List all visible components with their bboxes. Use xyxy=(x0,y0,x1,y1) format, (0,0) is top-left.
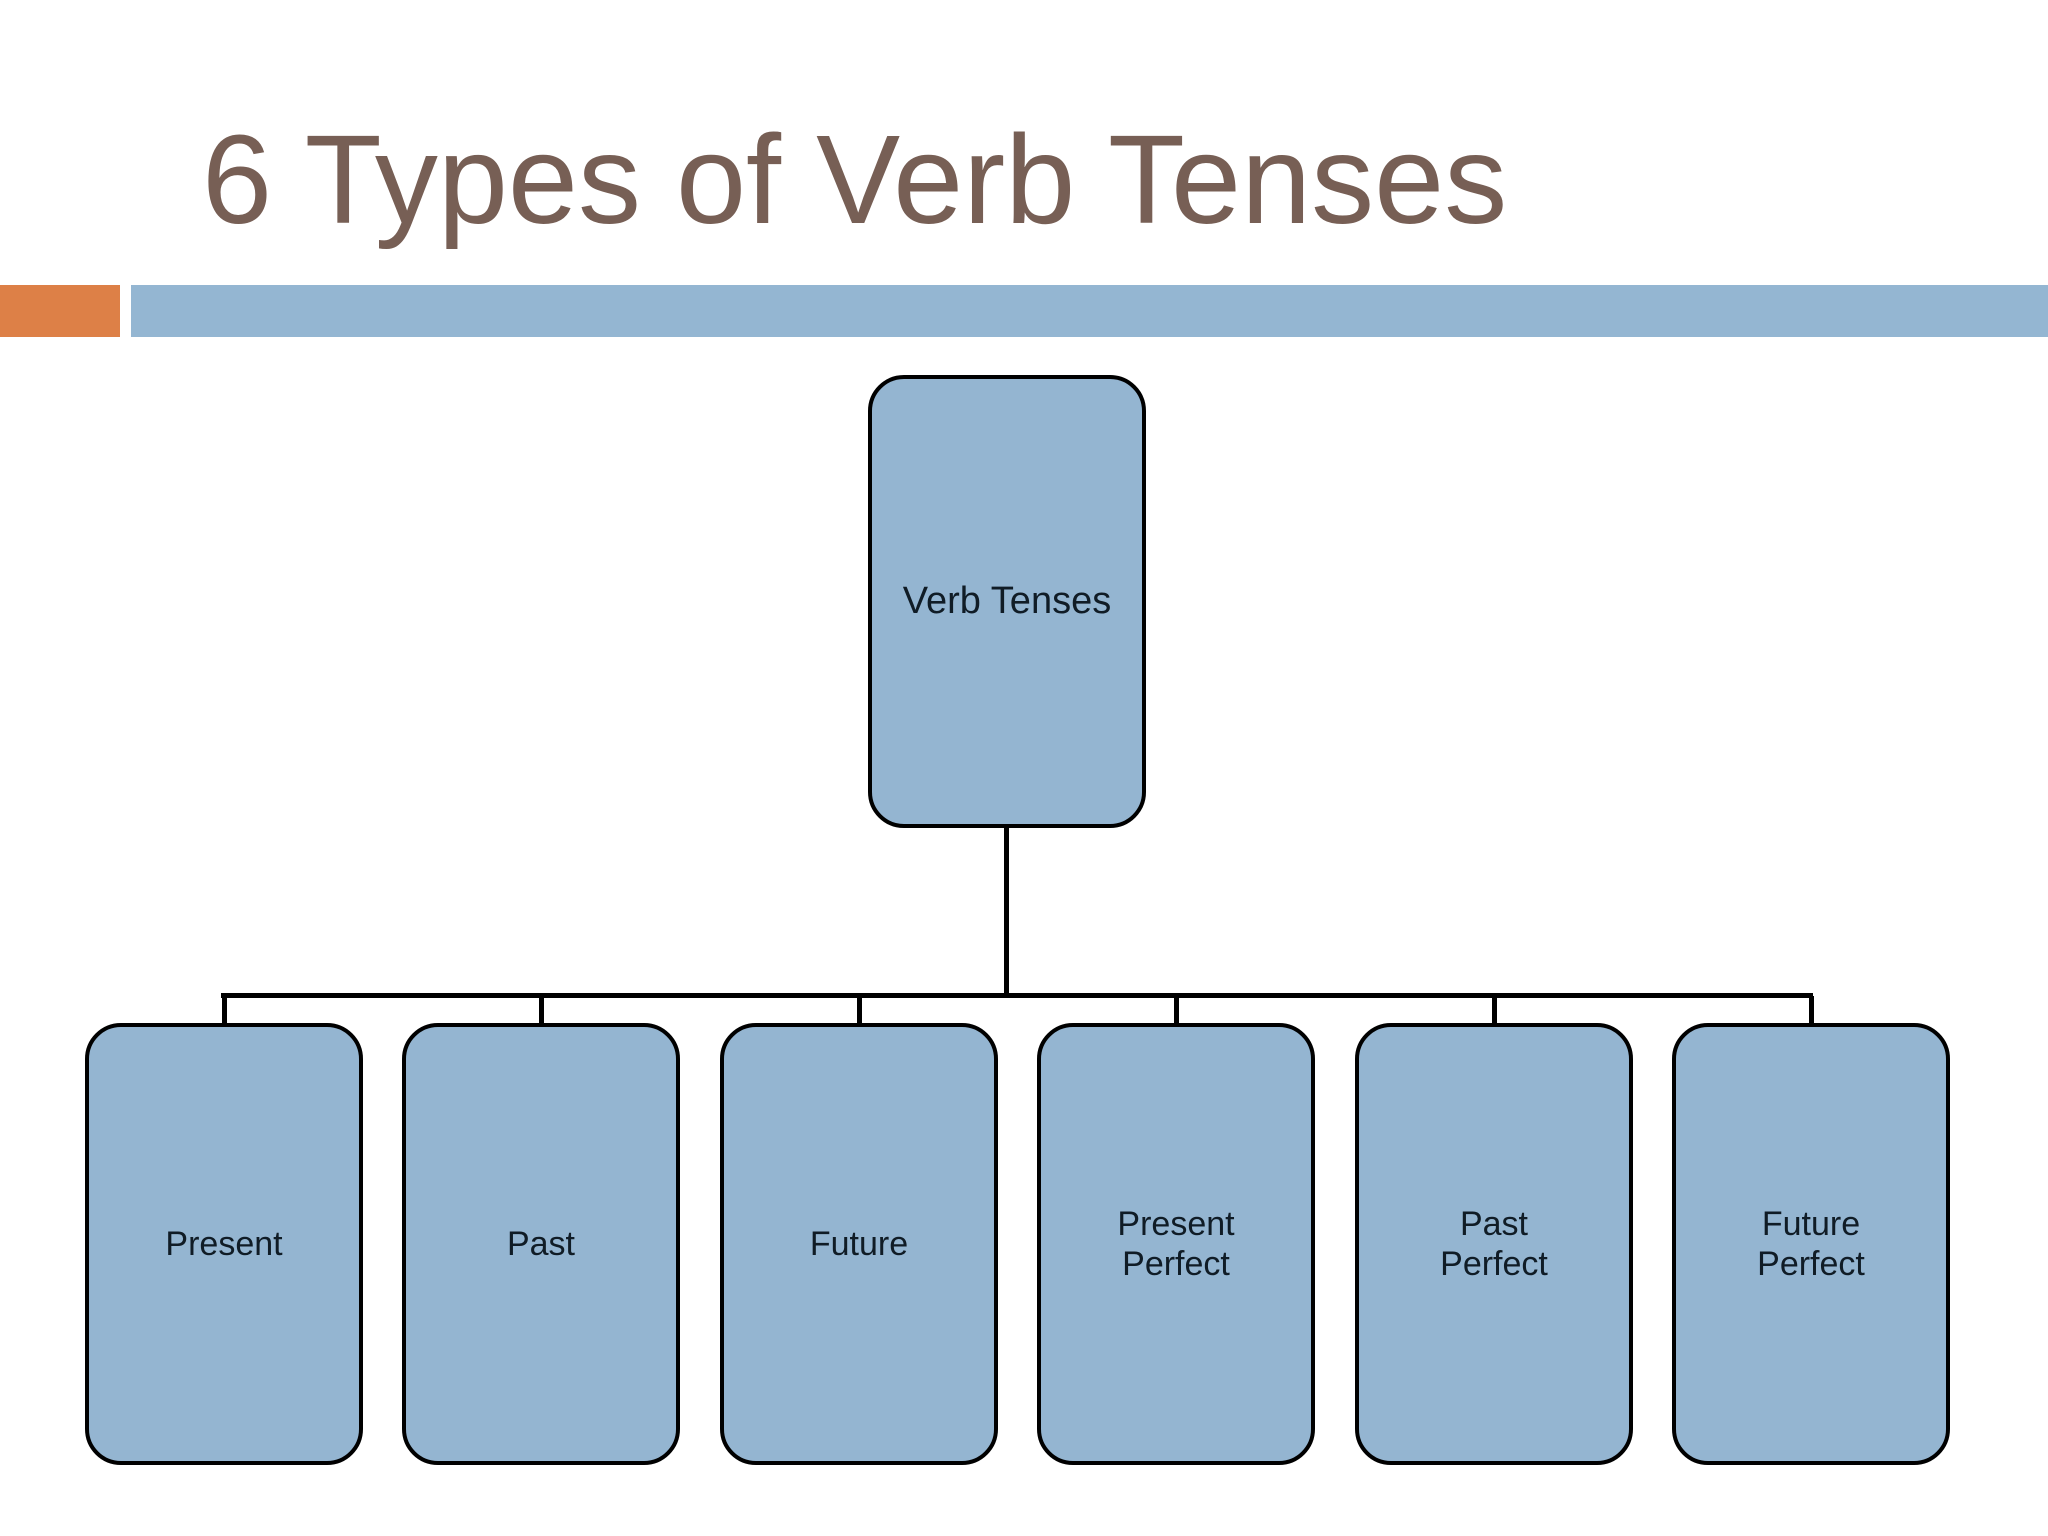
connector-drop xyxy=(539,996,544,1024)
node-future: Future xyxy=(720,1023,998,1465)
node-past: Past xyxy=(402,1023,680,1465)
node-label: Verb Tenses xyxy=(902,580,1112,623)
connector-drop xyxy=(1809,996,1814,1024)
connector-trunk xyxy=(1004,826,1009,996)
node-past-perfect: Past Perfect xyxy=(1355,1023,1633,1465)
node-present-perfect: Present Perfect xyxy=(1037,1023,1315,1465)
node-label: Future xyxy=(809,1224,909,1263)
connector-drop xyxy=(1492,996,1497,1024)
connector-horizontal xyxy=(221,993,1813,998)
node-label: Past xyxy=(506,1224,576,1263)
node-future-perfect: Future Perfect xyxy=(1672,1023,1950,1465)
accent-bar-blue xyxy=(131,285,2048,337)
node-verb-tenses: Verb Tenses xyxy=(868,375,1146,828)
node-label: Past Perfect xyxy=(1440,1204,1548,1283)
node-present: Present xyxy=(85,1023,363,1465)
node-label: Present xyxy=(165,1224,283,1263)
slide-title: 6 Types of Verb Tenses xyxy=(202,109,1508,250)
connector-drop xyxy=(222,996,227,1024)
node-label: Future Perfect xyxy=(1757,1204,1865,1283)
accent-bar-orange xyxy=(0,285,120,337)
node-label: Present Perfect xyxy=(1117,1204,1235,1283)
connector-drop xyxy=(1174,996,1179,1024)
connector-drop xyxy=(857,996,862,1024)
